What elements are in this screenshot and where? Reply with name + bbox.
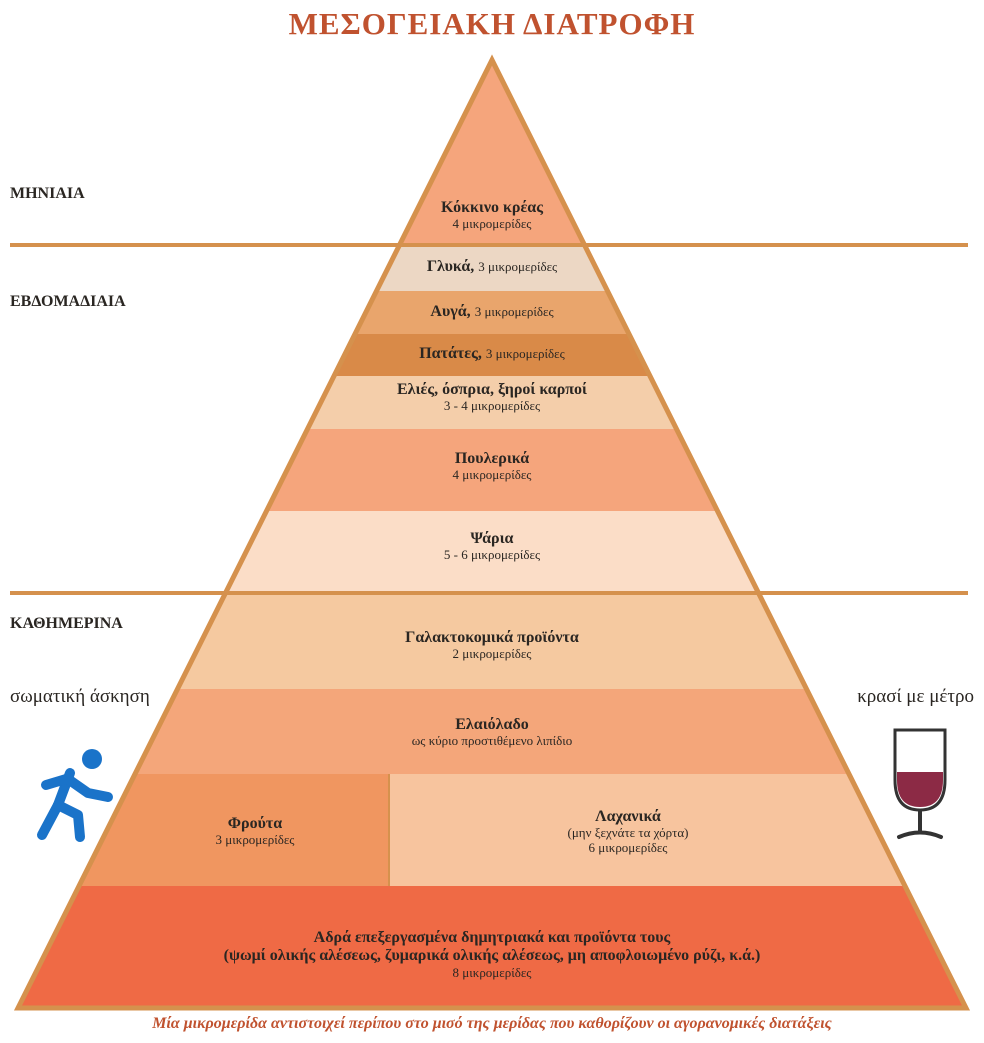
page-title: ΜΕΣΟΓΕΙΑΚΗ ΔΙΑΤΡΟΦΗ: [288, 6, 696, 41]
olives-name: Ελιές, όσπρια, ξηροί καρποί: [396, 381, 588, 398]
vegetables-note: (μην ξεχνάτε τα χόρτα): [567, 825, 689, 841]
wine-label: κρασί με μέτρο: [857, 686, 974, 707]
pyramid-outline: [13, 54, 971, 1011]
red-meat-name: Κόκκινο κρέας: [441, 199, 543, 216]
olive-oil-portions: ως κύριο προστιθέμενο λιπίδιο: [411, 733, 573, 749]
fruits-portions: 3 μικρομερίδες: [215, 832, 295, 848]
layer-dairy: Γαλακτοκομικά προϊόντα 2 μικρομερίδες: [292, 629, 692, 662]
wine-glass-icon: [893, 728, 947, 839]
vegetables-portions: 6 μικρομερίδες: [588, 840, 668, 856]
red-meat-portions: 4 μικρομερίδες: [452, 216, 532, 232]
running-person-icon: [37, 749, 113, 842]
olive-oil-name: Ελαιόλαδο: [455, 716, 529, 733]
layer-olive-oil-bg: [18, 689, 966, 774]
layer-olives: Ελιές, όσπρια, ξηροί καρποί 3 - 4 μικρομ…: [342, 381, 642, 414]
section-weekly: ΕΒΔΟΜΑΔΙΑΙΑ: [10, 293, 126, 310]
section-daily: ΚΑΘΗΜΕΡΙΝΑ: [10, 615, 123, 632]
poultry-name: Πουλερικά: [454, 450, 530, 467]
sweets-name: Γλυκά,: [426, 258, 475, 275]
potatoes-name: Πατάτες,: [419, 345, 482, 362]
layer-fruits: Φρούτα 3 μικρομερίδες: [155, 815, 355, 848]
vegetables-name: Λαχανικά: [595, 808, 661, 825]
eggs-portions: 3 μικρομερίδες: [474, 304, 554, 319]
olives-portions: 3 - 4 μικρομερίδες: [443, 398, 541, 414]
layer-red-meat: Κόκκινο κρέας 4 μικρομερίδες: [392, 199, 592, 232]
poultry-portions: 4 μικρομερίδες: [452, 467, 532, 483]
footer-note: Μία μικρομερίδα αντιστοιχεί περίπου στο …: [152, 1015, 832, 1032]
section-monthly: ΜΗΝΙΑΙΑ: [10, 185, 85, 202]
layer-olive-oil: Ελαιόλαδο ως κύριο προστιθέμενο λιπίδιο: [292, 716, 692, 749]
grains-detail: (ψωμί ολικής αλέσεως, ζυμαρικά ολικής αλ…: [223, 947, 761, 965]
layer-potatoes: Πατάτες, 3 μικρομερίδες: [342, 345, 642, 363]
exercise-label: σωματική άσκηση: [10, 686, 150, 707]
layer-fish: Ψάρια 5 - 6 μικρομερίδες: [342, 530, 642, 563]
grains-name: Αδρά επεξεργασμένα δημητριακά και προϊόν…: [313, 929, 671, 946]
sweets-portions: 3 μικρομερίδες: [478, 259, 558, 274]
fish-portions: 5 - 6 μικρομερίδες: [443, 547, 541, 563]
dairy-portions: 2 μικρομερίδες: [452, 646, 532, 662]
layer-sweets: Γλυκά, 3 μικρομερίδες: [342, 258, 642, 276]
layer-eggs: Αυγά, 3 μικρομερίδες: [342, 303, 642, 321]
layer-grains-bg: [18, 886, 966, 1008]
layer-grains: Αδρά επεξεργασμένα δημητριακά και προϊόν…: [112, 929, 872, 981]
fish-name: Ψάρια: [470, 530, 514, 547]
fruits-name: Φρούτα: [227, 815, 283, 832]
dairy-name: Γαλακτοκομικά προϊόντα: [405, 629, 579, 646]
eggs-name: Αυγά,: [430, 303, 471, 320]
layer-vegetables: Λαχανικά (μην ξεχνάτε τα χόρτα) 6 μικρομ…: [478, 808, 778, 856]
potatoes-portions: 3 μικρομερίδες: [485, 346, 565, 361]
layer-poultry: Πουλερικά 4 μικρομερίδες: [342, 450, 642, 483]
grains-portions: 8 μικρομερίδες: [452, 964, 532, 980]
